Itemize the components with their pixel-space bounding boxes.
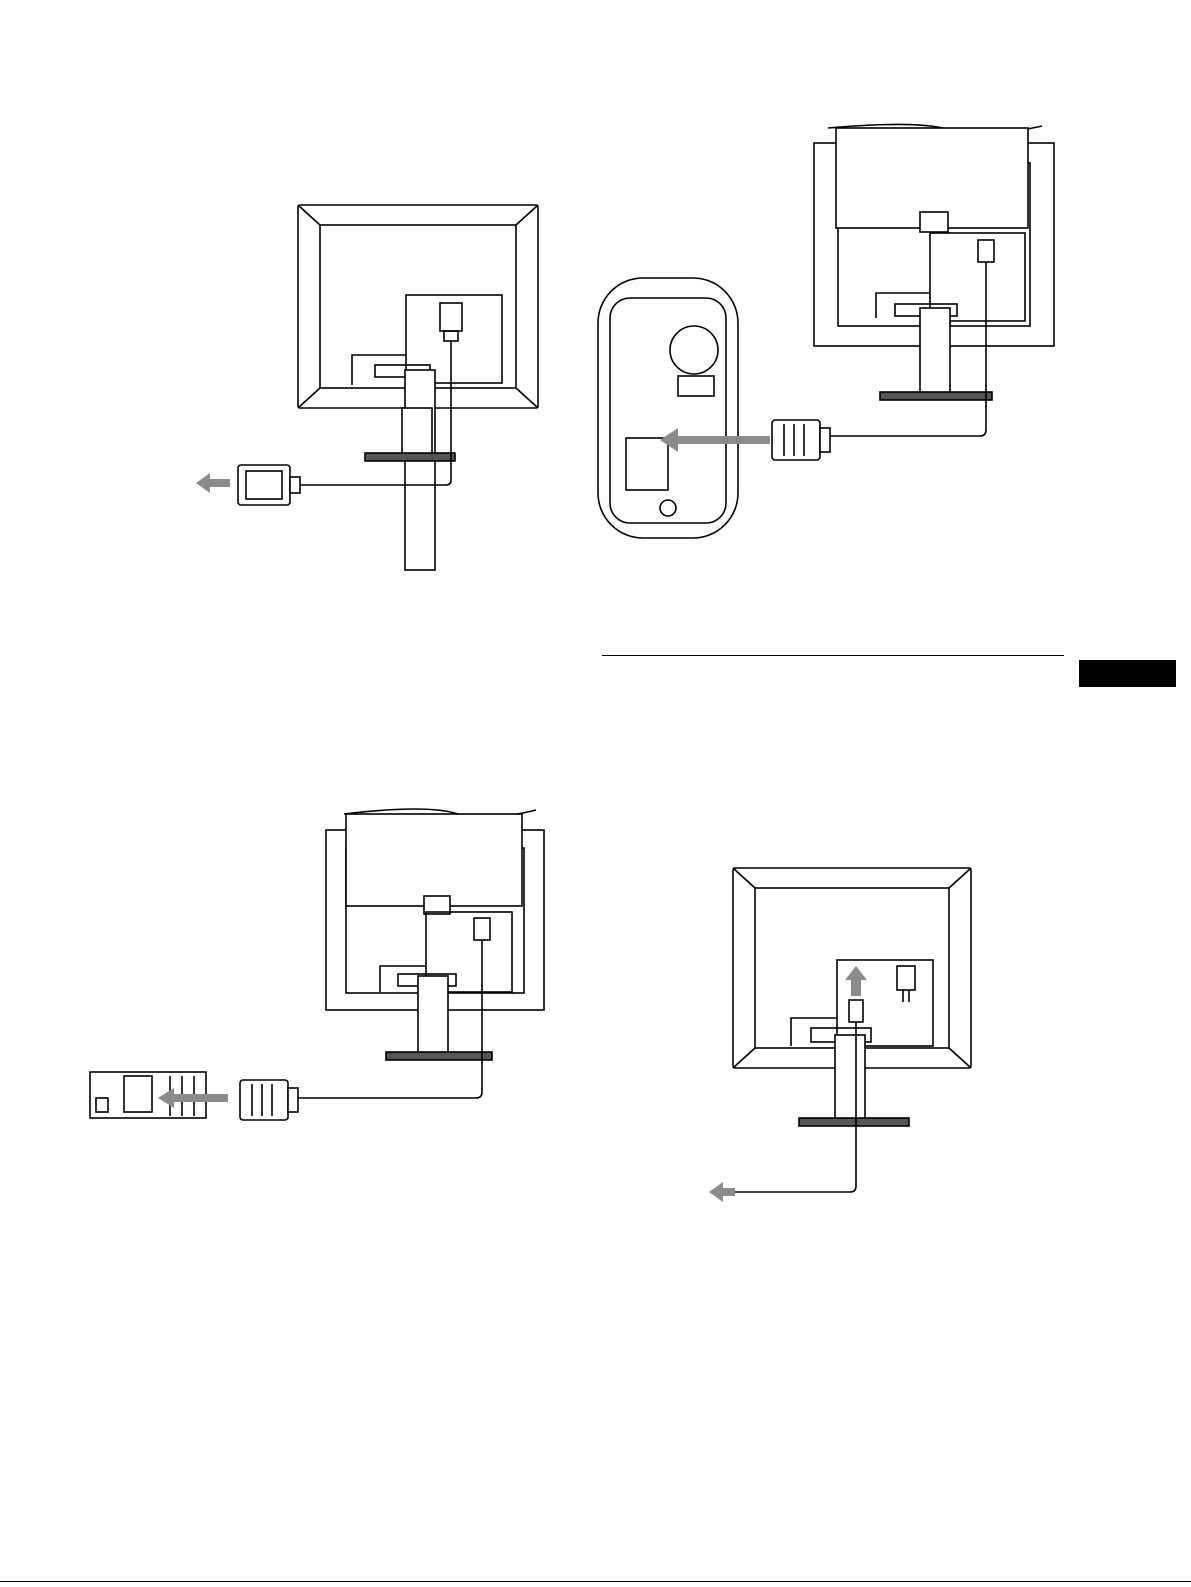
left-arrow-icon xyxy=(709,1182,735,1202)
left-arrow-icon xyxy=(660,428,770,452)
page-bottom-rule xyxy=(0,1581,1191,1582)
figure-pc-connection xyxy=(88,800,558,1130)
hd15-cable-icon xyxy=(820,262,986,436)
section-divider xyxy=(602,655,1064,656)
up-arrow-icon xyxy=(845,966,867,996)
figure-dvi-cable xyxy=(180,195,560,515)
hd15-cable-icon xyxy=(288,940,482,1098)
left-arrow-icon xyxy=(196,473,230,493)
monitor-rear-icon xyxy=(814,124,1054,400)
monitor-rear-icon xyxy=(298,205,538,570)
left-arrow-icon xyxy=(158,1088,228,1108)
monitor-rear-icon xyxy=(326,809,544,1060)
figure-mac-connection xyxy=(590,118,1070,538)
figure-power-cord xyxy=(705,860,985,1210)
language-tab xyxy=(1079,660,1176,687)
dvi-connector-icon xyxy=(238,465,300,505)
hd15-connector-icon xyxy=(772,420,830,460)
hd15-connector-icon xyxy=(240,1080,298,1120)
monitor-rear-icon xyxy=(733,868,971,1126)
mac-tower-icon xyxy=(598,278,738,538)
